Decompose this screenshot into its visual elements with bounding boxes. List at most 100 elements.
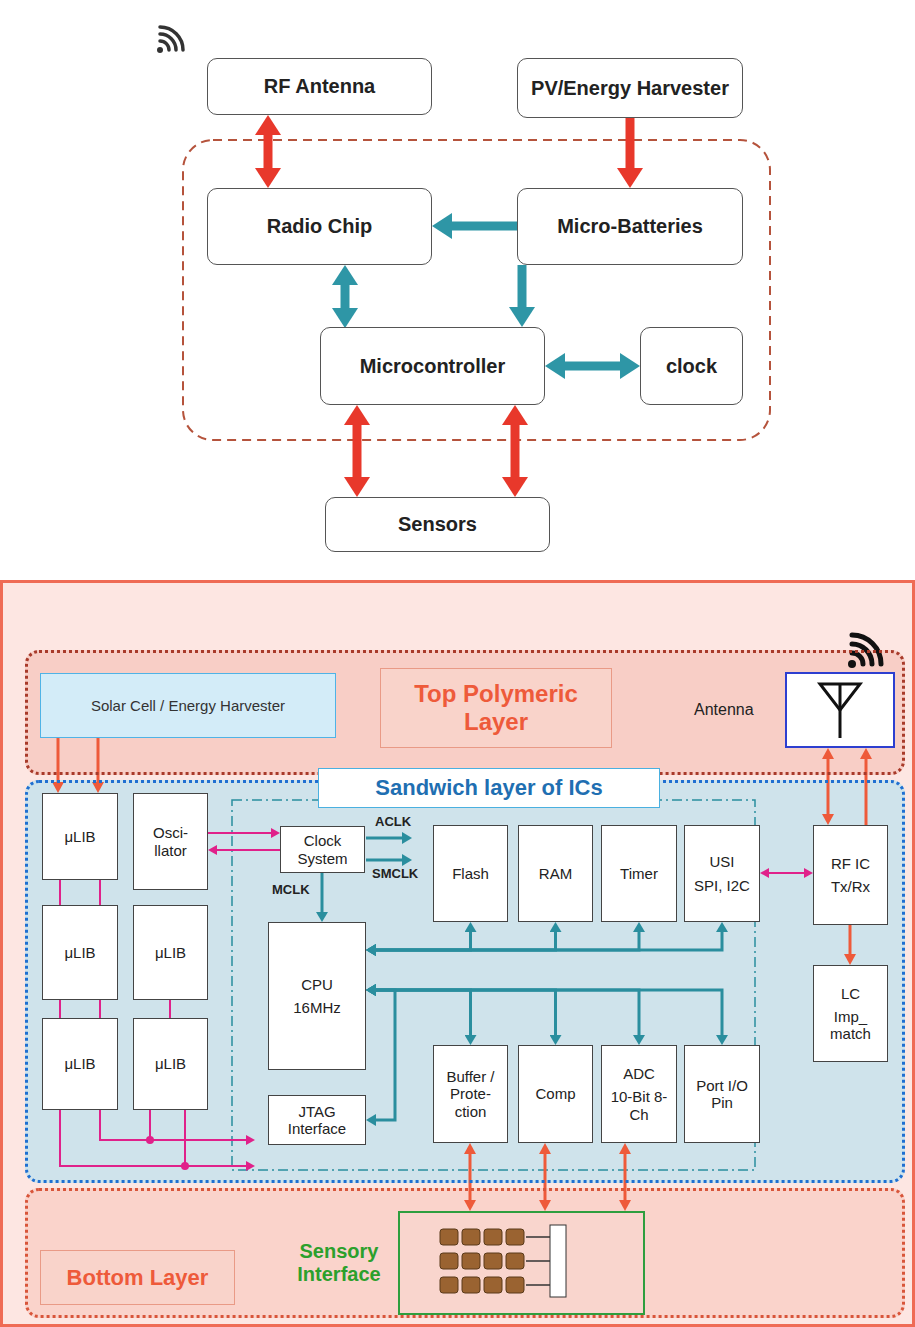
connector-arrow bbox=[217, 849, 280, 851]
ic-block: JTAG Interface bbox=[268, 1095, 366, 1145]
wifi-dot bbox=[848, 660, 856, 668]
connector-arrow bbox=[59, 1000, 61, 1018]
block-label: JTAG Interface bbox=[272, 1103, 362, 1138]
ic-block: Buffer / Prote- ction bbox=[433, 1045, 508, 1143]
layer-band: Top Polymeric Layer Solar Cell / Energy H… bbox=[25, 650, 905, 775]
connector-arrow bbox=[376, 990, 471, 1035]
layer-fill bbox=[25, 650, 905, 775]
connector-arrow bbox=[376, 932, 722, 950]
connector-arrow bbox=[57, 738, 60, 782]
block-label: Radio Chip bbox=[267, 215, 373, 238]
block-label: Timer bbox=[620, 865, 658, 882]
sensor-cell bbox=[506, 1277, 524, 1293]
block-label: USI bbox=[709, 853, 734, 870]
wifi-icon bbox=[157, 27, 183, 53]
block-box: Sensors bbox=[325, 497, 550, 552]
antenna-symbol-mast bbox=[839, 684, 842, 738]
clock-signal bbox=[366, 837, 402, 840]
antenna-box bbox=[785, 672, 895, 748]
ic-block: Clock System bbox=[280, 826, 365, 873]
connector-arrow bbox=[827, 759, 830, 814]
wifi-arc bbox=[160, 34, 176, 50]
harvester-box: Solar Cell / Energy Harvester bbox=[40, 673, 336, 738]
block-label: μLIB bbox=[64, 1055, 95, 1072]
device-frame bbox=[2, 582, 914, 1326]
block-label: Comp bbox=[535, 1085, 575, 1102]
block-label: Microcontroller bbox=[360, 355, 506, 378]
sensor-cell bbox=[462, 1253, 480, 1269]
sensor-cell bbox=[506, 1253, 524, 1269]
connector-arrow bbox=[376, 932, 471, 950]
connector-arrow bbox=[865, 759, 868, 825]
power-wire bbox=[184, 1110, 186, 1166]
junction-dot bbox=[181, 1162, 189, 1170]
block-label: 16MHz bbox=[293, 999, 341, 1016]
signal-name: SMCLK bbox=[372, 866, 418, 881]
block-box: Radio Chip bbox=[207, 188, 432, 265]
block-label: μLIB bbox=[64, 944, 95, 961]
connector-arrow bbox=[565, 362, 620, 371]
sensor-cell bbox=[440, 1253, 458, 1269]
sensor-wire bbox=[526, 1236, 550, 1238]
antenna-block: Antenna bbox=[690, 672, 895, 748]
wifi-arc bbox=[160, 27, 183, 50]
block-label: Buffer / Prote- ction bbox=[437, 1068, 504, 1120]
signal-name: MCLK bbox=[272, 882, 310, 897]
block-label: LC bbox=[841, 985, 860, 1002]
ic-block: LC Imp_ match bbox=[813, 965, 888, 1062]
connector-arrow bbox=[97, 738, 100, 782]
module-outline bbox=[183, 140, 770, 440]
ic-block: CPU16MHz bbox=[268, 922, 366, 1070]
layer-fill bbox=[25, 1188, 905, 1318]
block-label: Micro-Batteries bbox=[557, 215, 703, 238]
layer-fill bbox=[25, 780, 905, 1183]
block-box: RF Antenna bbox=[207, 58, 432, 115]
block-label: Antenna bbox=[690, 701, 754, 719]
connector-arrow bbox=[169, 1000, 171, 1018]
connector-arrow bbox=[99, 880, 101, 905]
sensor-wire bbox=[526, 1284, 550, 1286]
sensor-cell bbox=[440, 1229, 458, 1245]
connector-arrow bbox=[452, 222, 517, 231]
connector-arrow bbox=[321, 873, 324, 912]
wifi-arc bbox=[160, 41, 169, 50]
block-label: PV/Energy Harvester bbox=[531, 77, 729, 100]
junction-dot bbox=[146, 1136, 154, 1144]
layer-label: Top Polymeric Layer bbox=[380, 668, 612, 748]
connector-arrow bbox=[59, 880, 61, 905]
connector-arrow bbox=[341, 285, 350, 308]
ic-block: ADC10-Bit 8-Ch bbox=[601, 1045, 677, 1143]
sensor-cell bbox=[484, 1277, 502, 1293]
ic-block: μLIB bbox=[42, 1018, 118, 1110]
connector-arrow bbox=[544, 1154, 547, 1200]
sensor-cell bbox=[484, 1229, 502, 1245]
power-wire bbox=[149, 1110, 151, 1140]
antenna-symbol bbox=[787, 674, 893, 746]
ic-block: Comp bbox=[518, 1045, 593, 1143]
ic-block: μLIB bbox=[133, 1018, 208, 1110]
block-label: Imp_ match bbox=[817, 1008, 884, 1043]
block-label: 10-Bit 8-Ch bbox=[605, 1088, 673, 1123]
block-label: Clock System bbox=[284, 832, 361, 867]
ic-block: RF IC Tx/Rx bbox=[813, 825, 888, 925]
block-box: Micro-Batteries bbox=[517, 188, 743, 265]
block-label: clock bbox=[666, 355, 717, 378]
connector-arrow bbox=[849, 925, 852, 954]
block-label: RAM bbox=[539, 865, 572, 882]
ic-block: RAM bbox=[518, 825, 593, 922]
sensor-cell bbox=[462, 1229, 480, 1245]
sensor-array: Sensory Interface bbox=[285, 1211, 645, 1315]
connector-arrow bbox=[99, 1000, 101, 1018]
connector-arrow bbox=[624, 1154, 627, 1200]
wifi-arc bbox=[852, 653, 863, 664]
sensor-box bbox=[398, 1211, 645, 1315]
clock-signal bbox=[366, 859, 402, 862]
block-label: RF IC bbox=[831, 855, 870, 872]
block-label: Sensors bbox=[398, 513, 477, 536]
power-wire bbox=[60, 1110, 246, 1166]
block-label: RF Antenna bbox=[264, 75, 375, 98]
block-label: SPI, I2C bbox=[694, 877, 750, 894]
sensor-cell bbox=[484, 1253, 502, 1269]
block-label: Tx/Rx bbox=[831, 878, 870, 895]
